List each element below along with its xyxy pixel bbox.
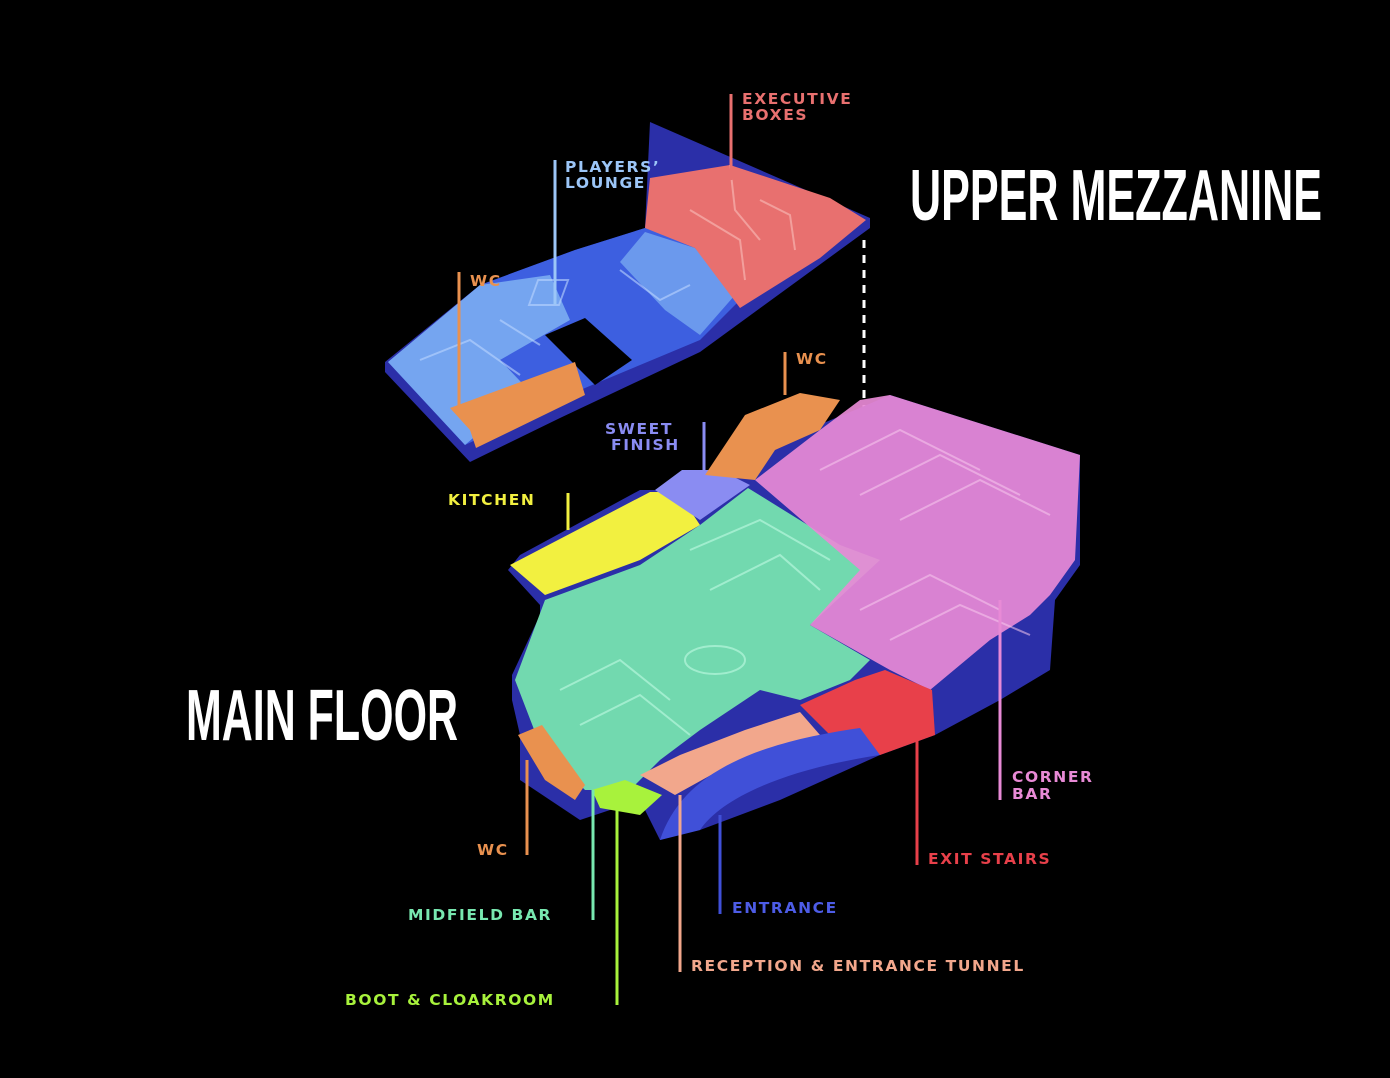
main-wc-left-zone — [518, 725, 585, 800]
sweet-finish-label-1: SWEET — [605, 420, 673, 438]
exit-stairs-label: EXIT STAIRS — [928, 850, 1051, 868]
boot-cloakroom-label: BOOT & CLOAKROOM — [345, 991, 555, 1009]
boot-cloakroom-zone — [592, 780, 662, 815]
upper-wc-zone — [450, 362, 585, 448]
midfield-room-walls — [559, 518, 831, 736]
midfield-bar-label: MIDFIELD BAR — [408, 906, 552, 924]
upper-mezzanine-level — [385, 122, 870, 462]
upper-room-walls — [419, 269, 691, 376]
kitchen-zone — [510, 492, 700, 595]
reception-label: RECEPTION & ENTRANCE TUNNEL — [691, 957, 1025, 975]
corner-bar-label-1: CORNER — [1012, 768, 1094, 786]
upper-void — [545, 318, 632, 385]
players-lounge-zone-2 — [620, 232, 735, 335]
reception-zone — [640, 712, 820, 795]
main-wc-top-zone — [705, 393, 840, 480]
upper-mezzanine-heading: UPPER MEZZANINE — [910, 156, 1322, 236]
executive-boxes-label-2: BOXES — [742, 106, 808, 124]
kitchen-label: KITCHEN — [448, 491, 535, 509]
executive-boxes-zone — [645, 165, 866, 308]
wc-upper-label: WC — [470, 272, 502, 290]
corner-bar-label-2: BAR — [1012, 785, 1053, 803]
main-floor-heading: MAIN FLOOR — [186, 676, 458, 756]
wc-main-top-label: WC — [796, 350, 828, 368]
sweet-finish-label-2: FINISH — [611, 436, 680, 454]
corner-bar-room-walls — [819, 428, 1051, 641]
players-lounge-label-2: LOUNGE — [565, 174, 646, 192]
entrance-label: ENTRANCE — [732, 899, 838, 917]
main-floor-level — [508, 393, 1080, 840]
wc-main-left-label: WC — [477, 841, 509, 859]
executive-boxes-label-1: EXECUTIVE — [742, 90, 852, 108]
sweet-finish-zone — [655, 470, 750, 520]
players-lounge-label-1: PLAYERS’ — [565, 158, 660, 176]
entrance-zone — [660, 728, 880, 840]
